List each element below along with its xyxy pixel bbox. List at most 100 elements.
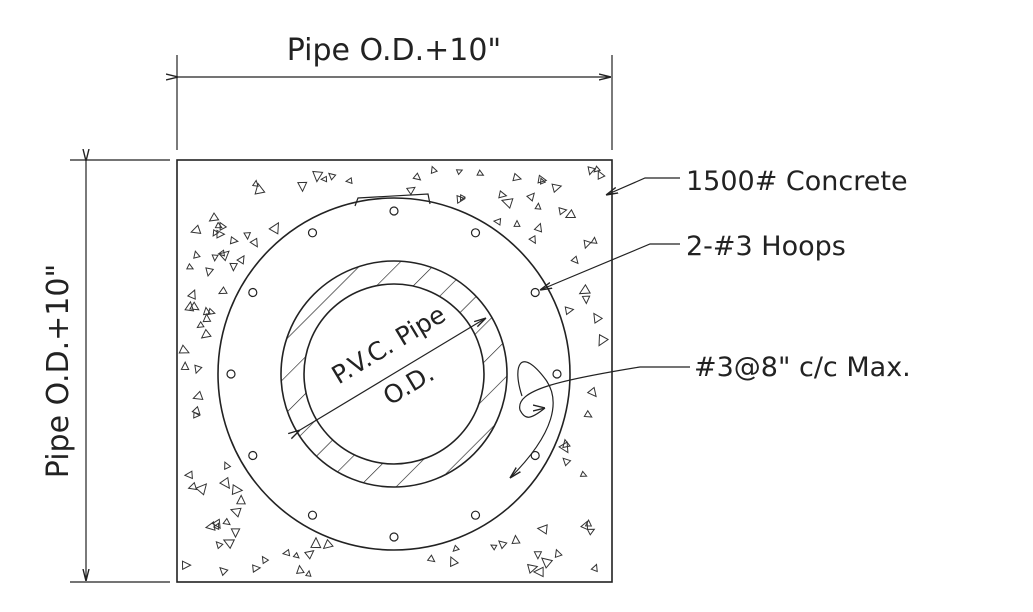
aggregate-mark (310, 536, 322, 549)
aggregate-mark (551, 183, 563, 194)
rebar-dot (389, 532, 399, 542)
aggregate-mark (202, 313, 212, 323)
aggregate-mark (498, 190, 508, 199)
aggregate-mark (202, 306, 212, 316)
aggregate-mark (558, 207, 568, 216)
aggregate-mark (512, 172, 523, 182)
aggregate-mark (184, 300, 195, 312)
rebar-dot (248, 450, 258, 461)
aggregate-mark (583, 409, 593, 418)
aggregate-mark (511, 534, 521, 545)
aggregate-mark (236, 494, 246, 505)
aggregate-mark (222, 539, 236, 550)
aggregate-mark (528, 234, 536, 245)
aggregate-mark (194, 364, 203, 375)
aggregate-mark (590, 563, 598, 573)
rebar-dot (470, 228, 481, 238)
aggregate-mark (218, 250, 230, 262)
aggregate-mark (322, 538, 334, 550)
aggregate-mark (186, 262, 195, 270)
aggregate-mark (281, 548, 291, 557)
aggregate-mark (236, 254, 245, 265)
concrete-aggregate (178, 165, 609, 578)
aggregate-mark (533, 551, 543, 560)
aggregate-mark (455, 169, 464, 176)
aggregate-mark (426, 554, 436, 563)
aggregate-mark (344, 176, 353, 185)
aggregate-mark (304, 569, 312, 577)
aggregate-mark (532, 566, 544, 578)
aggregate-mark (180, 361, 190, 371)
aggregate-mark (214, 221, 223, 229)
aggregate-mark (243, 232, 252, 241)
aggregate-mark (593, 312, 604, 324)
aggregate-mark (211, 254, 219, 262)
aggregate-mark (593, 165, 601, 173)
aggregate-mark (229, 235, 239, 245)
aggregate-mark (405, 186, 416, 196)
rebar-dot (307, 510, 318, 520)
concrete-block (176, 159, 613, 583)
aggregate-mark (186, 289, 196, 300)
aggregate-mark (268, 221, 280, 235)
hoops-callout: 2-#3 Hoops (686, 231, 846, 262)
aggregate-mark (578, 283, 591, 295)
aggregate-mark (297, 181, 308, 193)
rebar-dot (470, 510, 481, 520)
outer-hoop (217, 197, 571, 551)
aggregate-mark (584, 518, 593, 527)
aggregate-mark (500, 198, 514, 210)
aggregate-mark (476, 169, 485, 176)
aggregate-mark (570, 255, 579, 265)
rebar-dot (389, 206, 399, 216)
aggregate-mark (498, 540, 508, 550)
aggregate-mark (564, 306, 575, 316)
aggregate-mark (178, 344, 190, 354)
aggregate-mark (230, 528, 241, 539)
aggregate-mark (320, 175, 328, 183)
aggregate-mark (312, 170, 324, 183)
hoop-lap-mark (354, 193, 431, 207)
aggregate-mark (540, 557, 554, 569)
aggregate-mark (598, 333, 609, 347)
aggregate-mark (229, 262, 239, 272)
aggregate-mark (187, 481, 198, 491)
rebar-dot (307, 228, 318, 238)
aggregate-mark (204, 521, 216, 531)
aggregate-mark (218, 476, 231, 490)
aggregate-mark (590, 236, 598, 244)
aggregate-mark (205, 267, 215, 278)
aggregate-mark (229, 507, 242, 518)
aggregate-mark (533, 222, 543, 233)
aggregate-mark (215, 540, 224, 550)
aggregate-mark (196, 320, 205, 329)
top-dim-text: Pipe O.D.+10" (287, 33, 501, 68)
top-dimension: Pipe O.D.+10" (177, 33, 613, 150)
longitudinal-bars (226, 206, 562, 542)
bars-leader-curve (519, 366, 690, 418)
bars-callout: #3@8" c/c Max. (694, 352, 911, 383)
aggregate-mark (251, 179, 259, 187)
aggregate-mark (195, 483, 208, 496)
aggregate-mark (583, 239, 592, 250)
aggregate-mark (208, 212, 220, 222)
aggregate-mark (562, 457, 572, 467)
aggregate-mark (564, 208, 577, 219)
side-dim-text: Pipe O.D.+10" (41, 264, 76, 478)
aggregate-mark (587, 166, 596, 176)
aggregate-mark (597, 170, 606, 180)
aggregate-mark (459, 193, 467, 202)
aggregate-mark (452, 544, 460, 552)
aggregate-mark (222, 517, 231, 526)
aggregate-mark (295, 564, 305, 575)
aggregate-mark (586, 528, 596, 536)
aggregate-mark (450, 555, 460, 568)
aggregate-mark (193, 250, 201, 259)
aggregate-mark (489, 544, 498, 551)
aggregate-mark (534, 202, 542, 210)
aggregate-mark (536, 524, 548, 535)
rebar-dot (248, 287, 258, 298)
aggregate-mark (183, 470, 193, 480)
aggregate-mark (212, 522, 220, 531)
